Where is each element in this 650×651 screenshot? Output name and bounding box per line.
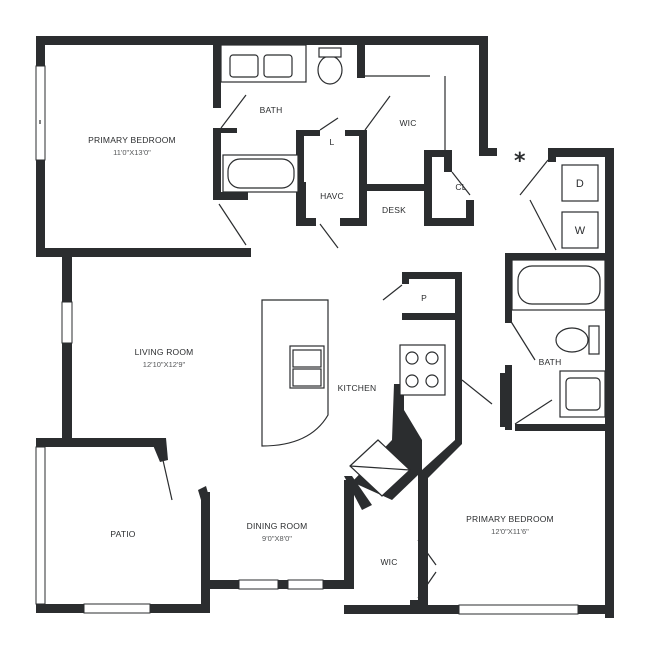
primary-bedroom-1-label: PRIMARY BEDROOM — [88, 135, 176, 145]
wic-2-label: WIC — [380, 557, 397, 567]
closet-label: CL — [455, 182, 466, 192]
primary-bedroom-2-dims: 12'0"X11'6" — [491, 527, 529, 536]
linen-label: L — [330, 137, 335, 147]
primary-bedroom-1-dims: 11'0"X13'0" — [113, 148, 151, 157]
primary-bedroom-2-label: PRIMARY BEDROOM — [466, 514, 554, 524]
laundry-fixtures — [561, 164, 599, 249]
room-labels: PRIMARY BEDROOM 11'0"X13'0" BATH WIC L H… — [88, 105, 586, 567]
bath-2-fixtures — [511, 259, 606, 418]
pantry-label: P — [421, 293, 427, 303]
patio-post-2 — [198, 486, 210, 500]
kitchen-angled-wall — [352, 384, 462, 608]
living-room-dims: 12'10"X12'9" — [143, 360, 186, 369]
patio-label: PATIO — [110, 529, 135, 539]
havc-label: HAVC — [320, 191, 344, 201]
kitchen-fixtures — [261, 299, 446, 497]
wic-1-label: WIC — [399, 118, 416, 128]
windows — [35, 65, 579, 615]
dining-room-label: DINING ROOM — [247, 521, 308, 531]
kitchen-label: KITCHEN — [338, 383, 377, 393]
desk-label: DESK — [382, 205, 406, 215]
dryer-label: D — [576, 178, 584, 190]
bath-1-label: BATH — [260, 105, 283, 115]
doors — [159, 94, 557, 599]
living-room-label: LIVING ROOM — [135, 347, 194, 357]
washer-label: W — [575, 225, 586, 237]
kitchen-corner-wall — [344, 476, 372, 510]
patio-post — [150, 438, 168, 462]
bath-2-label: BATH — [539, 357, 562, 367]
bath-1-fixtures — [220, 44, 446, 193]
dining-room-dims: 9'0"X8'0" — [262, 534, 292, 543]
walls — [36, 36, 614, 618]
asterisk-marker: * — [514, 149, 526, 174]
